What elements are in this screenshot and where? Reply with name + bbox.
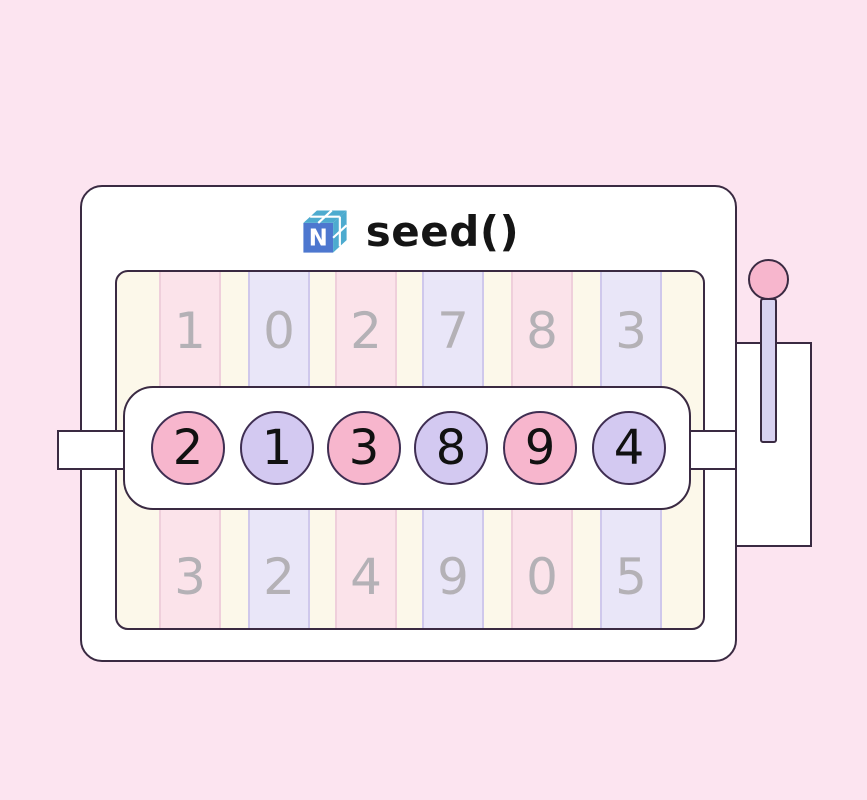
reel-digit-bottom: 5 bbox=[615, 548, 647, 606]
function-title: seed() bbox=[365, 206, 520, 256]
payline: 2 1 3 8 9 4 bbox=[123, 386, 691, 510]
logo-letter: N bbox=[309, 226, 328, 252]
reel-digit-bottom: 2 bbox=[263, 548, 295, 606]
lever-knob bbox=[748, 259, 789, 300]
reel-digit-bottom: 9 bbox=[437, 548, 469, 606]
reel-digit-top: 7 bbox=[437, 302, 469, 360]
result-digit-circle: 8 bbox=[414, 411, 488, 485]
result-digit-circle: 4 bbox=[592, 411, 666, 485]
result-digit-circle: 2 bbox=[151, 411, 225, 485]
left-tab bbox=[57, 430, 125, 470]
result-digit-circle: 9 bbox=[503, 411, 577, 485]
result-digit-circle: 1 bbox=[240, 411, 314, 485]
reel-digit-top: 3 bbox=[615, 302, 647, 360]
reel-digit-bottom: 4 bbox=[350, 548, 382, 606]
lever-handle bbox=[760, 298, 777, 443]
reel-digit-top: 8 bbox=[526, 302, 558, 360]
reel-digit-top: 0 bbox=[263, 302, 295, 360]
right-tab bbox=[689, 430, 735, 470]
reel-digit-top: 1 bbox=[174, 302, 206, 360]
result-digit-circle: 3 bbox=[327, 411, 401, 485]
numpy-logo-icon: N bbox=[303, 209, 348, 253]
title-row: N seed() bbox=[82, 195, 735, 267]
reel-digit-top: 2 bbox=[350, 302, 382, 360]
reel-digit-bottom: 3 bbox=[174, 548, 206, 606]
reel-digit-bottom: 0 bbox=[526, 548, 558, 606]
